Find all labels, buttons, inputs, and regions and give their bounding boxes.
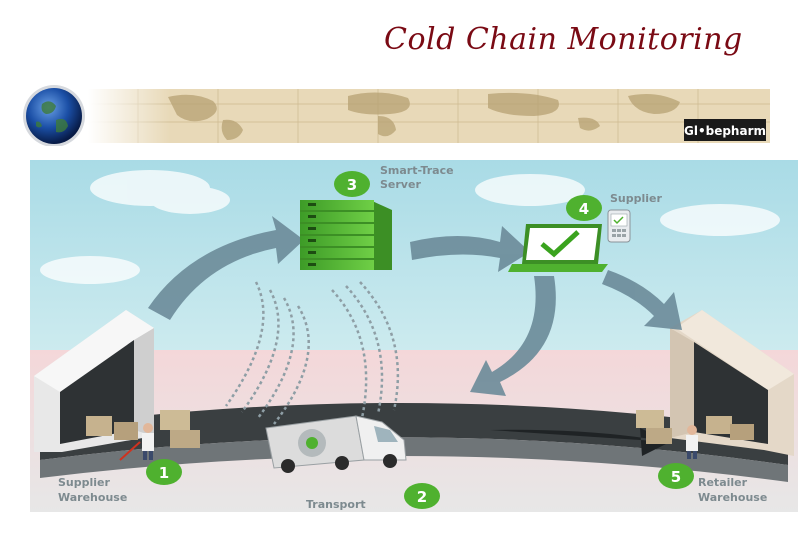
laptop-icon — [508, 224, 608, 272]
step-label-4: Supplier — [610, 192, 663, 205]
supplier-worker-icon — [119, 423, 154, 461]
supplier-cargo-boxes — [86, 410, 200, 448]
road-arrow — [490, 428, 670, 456]
road-edge — [40, 437, 788, 482]
step-number-2: 2 — [417, 488, 427, 506]
step-label-3-line2: Server — [380, 178, 421, 191]
logo-text: Gl•bepharm — [684, 124, 766, 138]
server-icon — [300, 200, 392, 270]
header-banner: Gl•bepharm — [23, 85, 770, 146]
step-label-1-line1: Supplier — [58, 476, 111, 489]
step-label-2: Transport — [306, 498, 366, 511]
truck-icon — [265, 415, 407, 473]
step-label-3-line1: Smart-Trace — [380, 164, 454, 177]
step-badge-1: 1 — [146, 459, 182, 485]
flow-arrows — [148, 216, 682, 396]
checkmark-icon — [540, 230, 580, 258]
step-badge-2: 2 — [404, 483, 440, 509]
road — [40, 402, 788, 465]
supplier-warehouse-icon — [34, 310, 154, 452]
phone-icon — [607, 209, 631, 243]
arrow-supplier-to-transport — [470, 276, 556, 396]
clouds — [40, 170, 780, 284]
wireless-signal-icon — [224, 281, 400, 425]
arrow-server-to-supplier — [410, 226, 530, 272]
step-label-1-line2: Warehouse — [58, 491, 127, 504]
globe-icon — [23, 85, 85, 146]
step-number-5: 5 — [671, 468, 681, 486]
step-label-5-line1: Retailer — [698, 476, 748, 489]
step-badge-4: 4 — [566, 195, 602, 221]
page-title: Cold Chain Monitoring — [384, 22, 743, 57]
step-number-1: 1 — [159, 464, 169, 482]
retailer-worker-icon — [686, 425, 698, 459]
step-label-5-line2: Warehouse — [698, 491, 767, 504]
step-badge-3: 3 — [334, 171, 370, 197]
arrow-warehouse-to-server — [148, 216, 304, 320]
globepharm-logo — [684, 119, 766, 141]
step-badge-5: 5 — [658, 463, 694, 489]
cold-chain-diagram: 3 Smart-Trace Server 4 Supplier 1 Suppli… — [30, 160, 798, 512]
step-number-3: 3 — [347, 176, 357, 194]
retailer-cargo-boxes — [636, 410, 754, 444]
arrow-supplier-to-retailer — [602, 270, 682, 330]
step-number-4: 4 — [579, 200, 589, 218]
